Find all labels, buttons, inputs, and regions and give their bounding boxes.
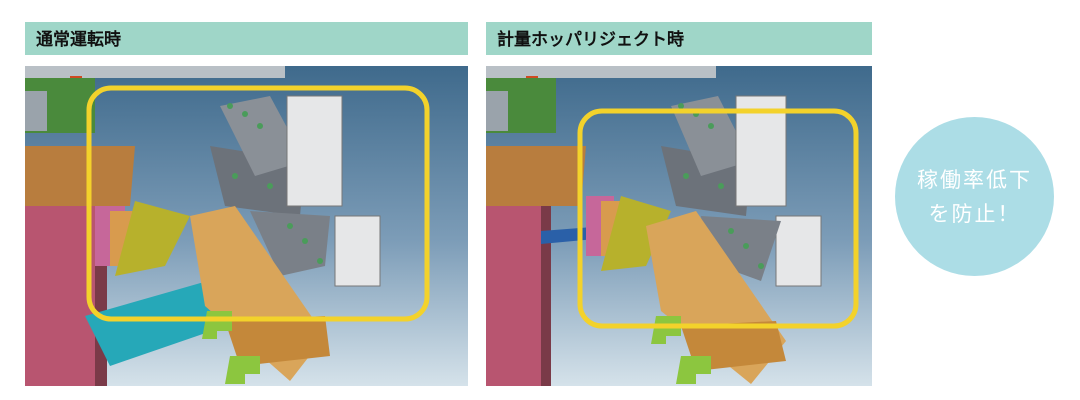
badge-line-1: 稼働率低下 (917, 167, 1032, 192)
machine-render-normal (25, 66, 468, 386)
benefit-badge: 稼働率低下 を防止！ (895, 117, 1054, 276)
panel-hopper-reject: 計量ホッパリジェクト時 (486, 22, 872, 386)
badge-line-2: を防止！ (928, 201, 1021, 226)
machine-render-reject (486, 66, 872, 386)
panel-normal-operation: 通常運転時 (25, 22, 468, 386)
machine-illustration (486, 66, 872, 386)
panel-title: 計量ホッパリジェクト時 (486, 22, 872, 55)
panel-title: 通常運転時 (25, 22, 468, 55)
highlight-frame-normal (86, 85, 430, 322)
machine-illustration (25, 66, 468, 386)
highlight-frame-reject (577, 108, 859, 329)
